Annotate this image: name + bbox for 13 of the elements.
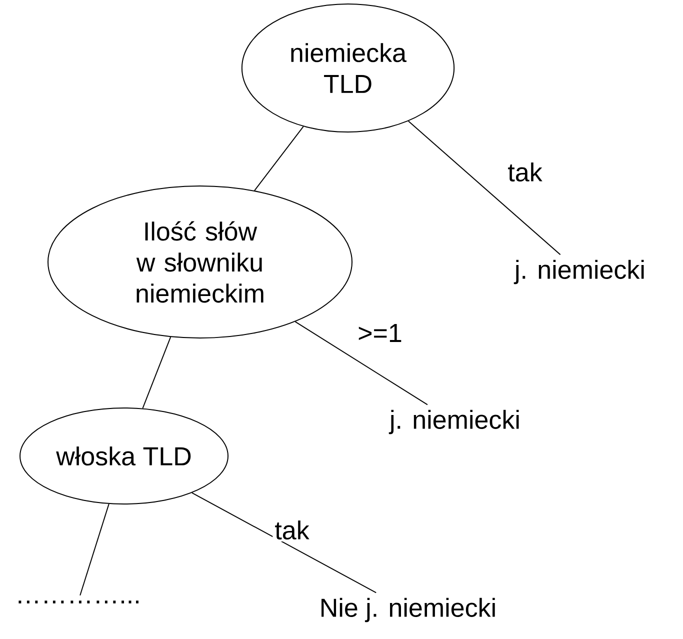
edge-label: tak (272, 518, 312, 542)
branch-line (294, 321, 428, 406)
leaf-label: j. niemiecki (388, 410, 519, 434)
branch-line (191, 492, 377, 594)
leaf-label: Nie j. niemiecki (322, 598, 495, 622)
branch-line (408, 120, 561, 256)
branch-line (142, 336, 172, 409)
branch-line (80, 503, 110, 596)
edge-label: tak (506, 160, 544, 184)
branch-line (254, 126, 304, 192)
edge-label: >=1 (356, 322, 404, 344)
leaf-label: j. niemiecki (514, 260, 644, 284)
leaf-label: …………... (18, 600, 138, 604)
